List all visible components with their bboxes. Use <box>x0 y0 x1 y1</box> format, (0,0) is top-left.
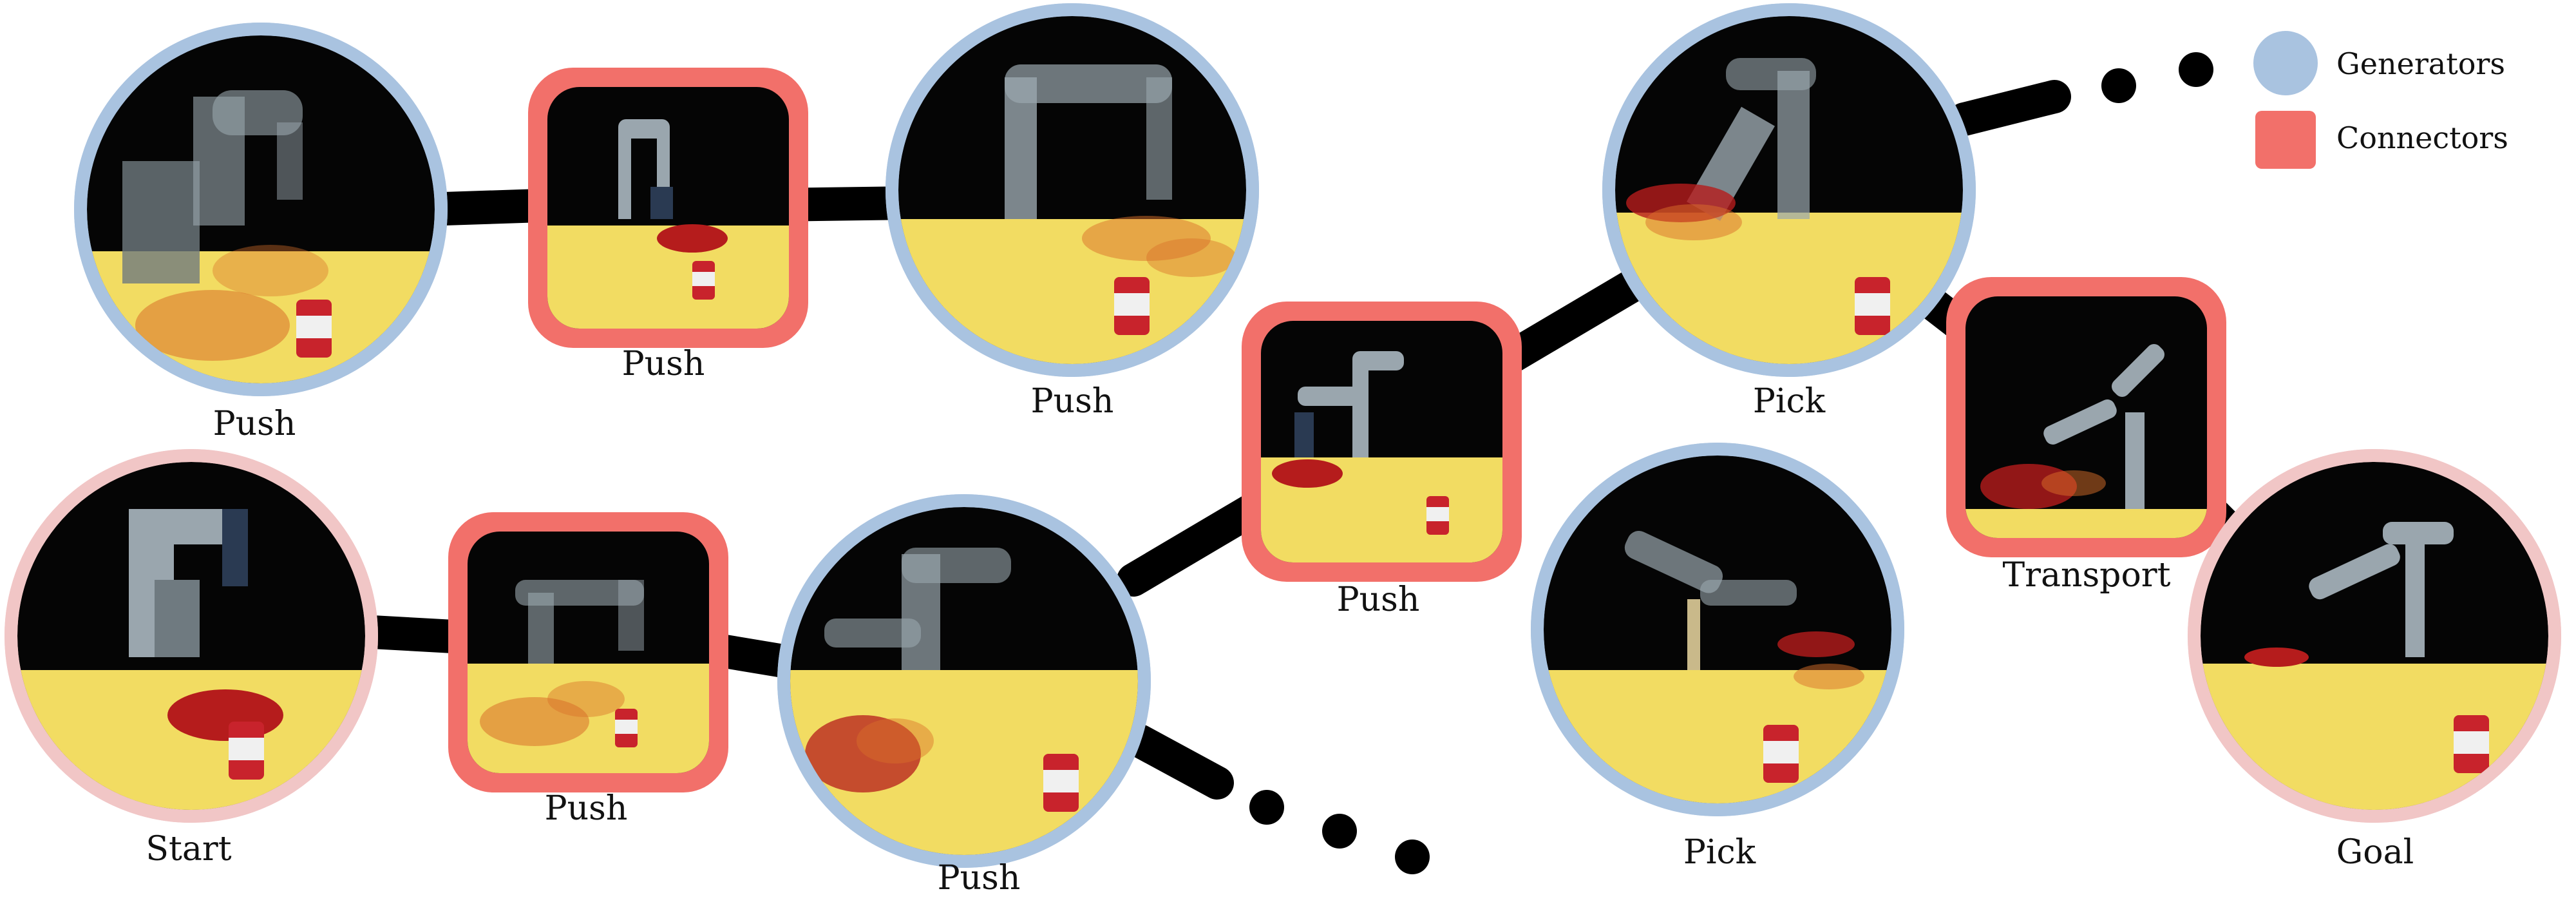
robot-push-scene-icon <box>1261 321 1502 562</box>
node-label-g5: Pick <box>1683 833 1756 872</box>
node-label-goal: Goal <box>2336 833 2414 872</box>
node-generator-push-1 <box>74 23 448 396</box>
ellipsis-dot <box>1249 790 1284 825</box>
robot-transport-scene-icon <box>1965 296 2207 538</box>
legend-connector-swatch <box>2255 111 2316 169</box>
legend-generator-swatch <box>2253 31 2318 95</box>
legend-generators-label: Generators <box>2336 46 2505 81</box>
robot-push-scene-icon <box>87 35 435 383</box>
ellipsis-bottom <box>1249 790 1430 874</box>
node-label-g1: Push <box>213 405 296 443</box>
ellipsis-top <box>2101 52 2213 103</box>
robot-goal-scene-icon <box>2201 462 2548 810</box>
ellipsis-dot <box>2101 68 2136 103</box>
legend: Generators Connectors <box>2253 31 2508 169</box>
ellipsis-dot <box>1395 840 1430 874</box>
node-start <box>5 449 378 823</box>
node-generator-pick-1 <box>1602 3 1976 377</box>
node-label-c4: Transport <box>2002 556 2170 595</box>
edge-g4-continue <box>1947 80 2071 136</box>
node-connector-transport <box>1946 277 2226 557</box>
node-connector-push-1 <box>528 68 808 348</box>
node-label-c3: Push <box>1337 581 1420 619</box>
robot-push-scene-icon <box>468 532 709 773</box>
node-label-g3: Push <box>938 859 1021 897</box>
node-label-g2: Push <box>1031 382 1114 421</box>
node-generator-pick-2 <box>1531 443 1904 816</box>
node-label-c1: Push <box>622 345 705 383</box>
robot-push-scene-icon <box>547 87 789 329</box>
legend-connectors-label: Connectors <box>2336 120 2508 155</box>
node-labels: Push Push Push Push Pick Transport Start… <box>146 345 2414 897</box>
robot-push-scene-icon <box>898 16 1246 364</box>
edge-g3-branch <box>1123 724 1234 800</box>
node-label-g4: Pick <box>1753 382 1826 421</box>
robot-start-scene-icon <box>17 462 365 810</box>
node-connector-push-3 <box>1242 302 1522 582</box>
node-connector-push-2 <box>448 512 728 792</box>
ellipsis-dot <box>1322 814 1357 849</box>
ellipsis-dot <box>2179 52 2213 87</box>
node-label-start: Start <box>146 830 231 868</box>
robot-push-scene-icon <box>790 507 1138 855</box>
node-goal <box>2188 449 2561 823</box>
node-generator-push-2 <box>886 3 1259 377</box>
node-generator-push-3 <box>777 494 1151 868</box>
node-label-c2: Push <box>545 789 628 828</box>
